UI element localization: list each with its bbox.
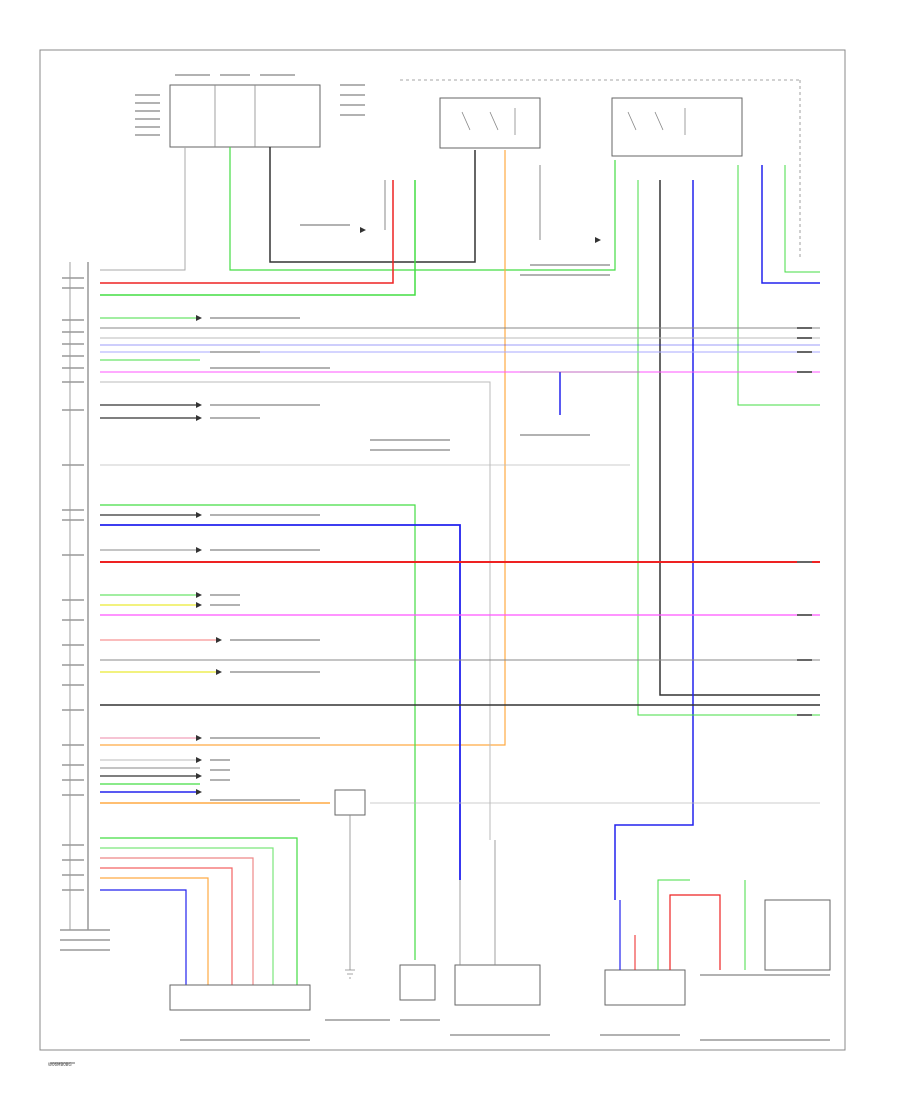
- wire-green-v5: [737, 165, 820, 406]
- wire-green-v4: [637, 180, 820, 716]
- horizontal-wires: [100, 317, 820, 960]
- label-dashes: [50, 224, 830, 1064]
- wire-blue-v3: [614, 180, 694, 900]
- bottom-left-harness: [100, 837, 298, 985]
- bottom-right-modules: [604, 879, 831, 1006]
- relay-box-1: [439, 97, 541, 149]
- feed-gray-1: [100, 147, 186, 271]
- ecm-pin-stubs: [62, 277, 84, 891]
- top-labels: [135, 74, 365, 136]
- feed-green-main: [100, 180, 416, 296]
- feed-red-main: [100, 180, 394, 284]
- fuse-box: [169, 84, 321, 148]
- bottom-left-connector: [169, 984, 311, 1011]
- figure-id: W06MB0BG: [48, 1062, 72, 1067]
- feed-green-1: [229, 147, 616, 271]
- wire-green-v7: [784, 165, 820, 273]
- right-terminals: [797, 327, 812, 716]
- relay-box-2: [611, 97, 743, 157]
- sensor-module: [334, 789, 366, 979]
- arrow-markers: [196, 227, 601, 795]
- engine-control-module: [69, 262, 100, 931]
- wire-blue-v6: [761, 165, 820, 284]
- mid-sensor: [520, 371, 640, 415]
- bottom-mid-connectors: [399, 840, 541, 1006]
- wire-dark-v2: [659, 180, 820, 696]
- feed-dark-1: [269, 147, 476, 263]
- diagram-frame: [39, 49, 846, 1051]
- wire-orange-long: [100, 150, 506, 746]
